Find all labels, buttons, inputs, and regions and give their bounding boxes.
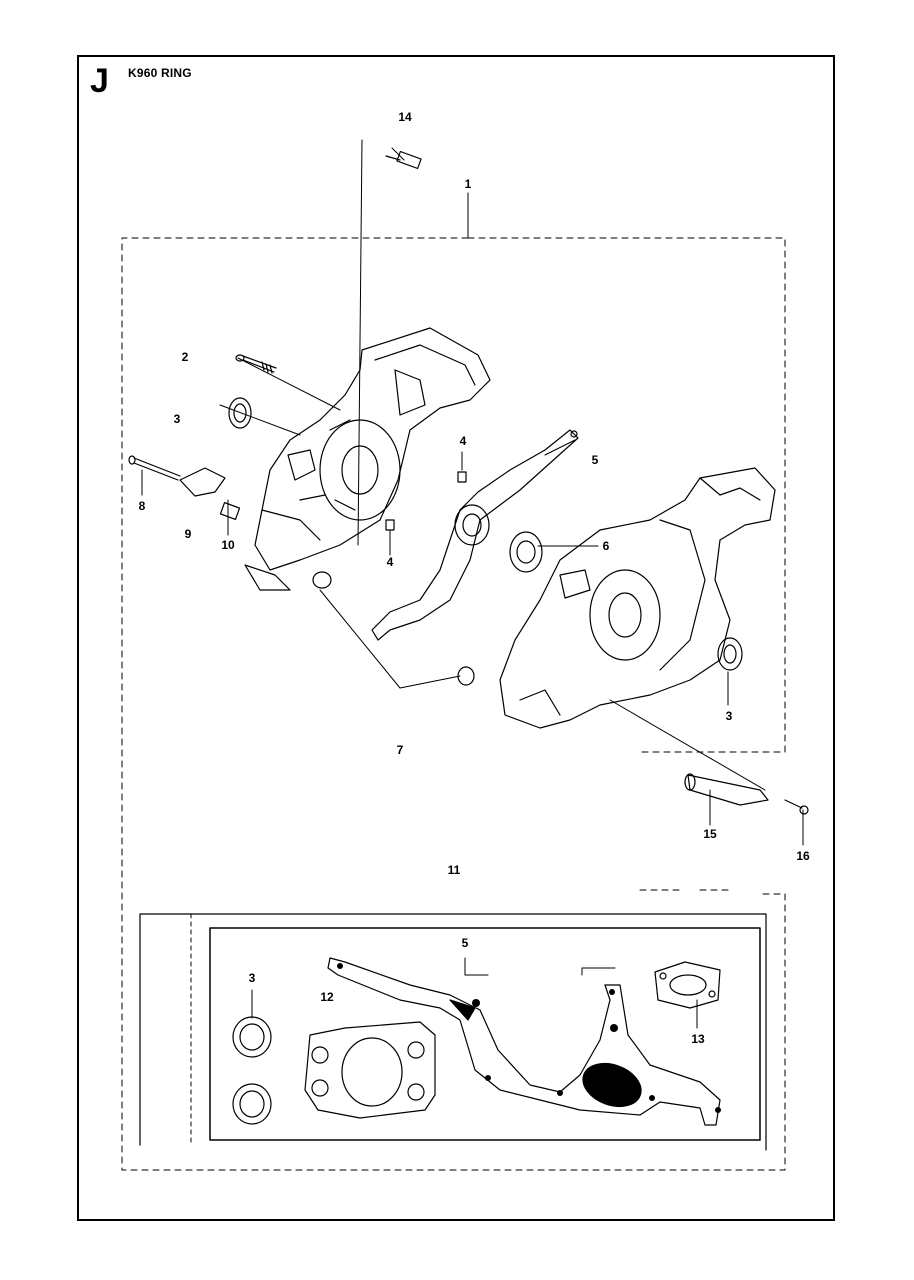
- callout-10: 10: [221, 538, 235, 552]
- model-title: K960 RING: [128, 66, 192, 80]
- screw-16: [784, 799, 809, 815]
- plug-7-left: [312, 571, 332, 589]
- callout-12: 12: [320, 990, 334, 1004]
- bolt-8: [128, 455, 181, 481]
- crankcase-left-half: [244, 327, 491, 591]
- callout-5-kit: 5: [461, 936, 469, 950]
- callout-8: 8: [138, 499, 146, 513]
- callout-1: 1: [464, 177, 472, 191]
- callout-15: 15: [703, 827, 717, 841]
- seal-3-kit-bottom: [232, 1083, 272, 1125]
- bearing-6-right: [509, 531, 543, 573]
- callout-6: 6: [602, 539, 610, 553]
- seal-3-left: [228, 397, 252, 429]
- callout-2: 2: [181, 350, 189, 364]
- kit-boundary-dashed: [121, 237, 786, 1171]
- crankcase-gasket-12: [327, 957, 721, 1126]
- sleeve-10: [219, 502, 241, 520]
- bracket-15: [684, 773, 769, 806]
- cylinder-gasket-kit: [304, 1021, 436, 1119]
- gasket-kit-panel: [139, 913, 767, 1151]
- bolt-14: [385, 150, 422, 170]
- callout-16: 16: [796, 849, 810, 863]
- leader-lines: [141, 139, 804, 1029]
- plug-7-right: [457, 666, 475, 686]
- callout-3-kit: 3: [248, 971, 256, 985]
- section-letter: J: [90, 62, 109, 100]
- bearing-6-left: [454, 504, 490, 546]
- callout-4-upper: 4: [459, 434, 467, 448]
- callout-13: 13: [691, 1032, 705, 1046]
- callout-3-right: 3: [725, 709, 733, 723]
- crankcase-right-half: [499, 467, 776, 729]
- muffler-gasket-13: [654, 961, 721, 1009]
- gasket-5: [371, 429, 579, 641]
- callout-14: 14: [398, 110, 412, 124]
- dowel-pins-4: [385, 471, 467, 531]
- callout-7: 7: [396, 743, 404, 757]
- callout-9: 9: [184, 527, 192, 541]
- bolt-2: [235, 354, 277, 374]
- callout-5-upper: 5: [591, 453, 599, 467]
- seal-3-right: [717, 637, 743, 671]
- callout-11: 11: [447, 863, 461, 877]
- seal-3-kit-top: [232, 1016, 272, 1058]
- callout-4-lower: 4: [386, 555, 394, 569]
- diagram-frame: [77, 55, 835, 1221]
- bracket-9: [179, 467, 226, 497]
- callout-3-left: 3: [173, 412, 181, 426]
